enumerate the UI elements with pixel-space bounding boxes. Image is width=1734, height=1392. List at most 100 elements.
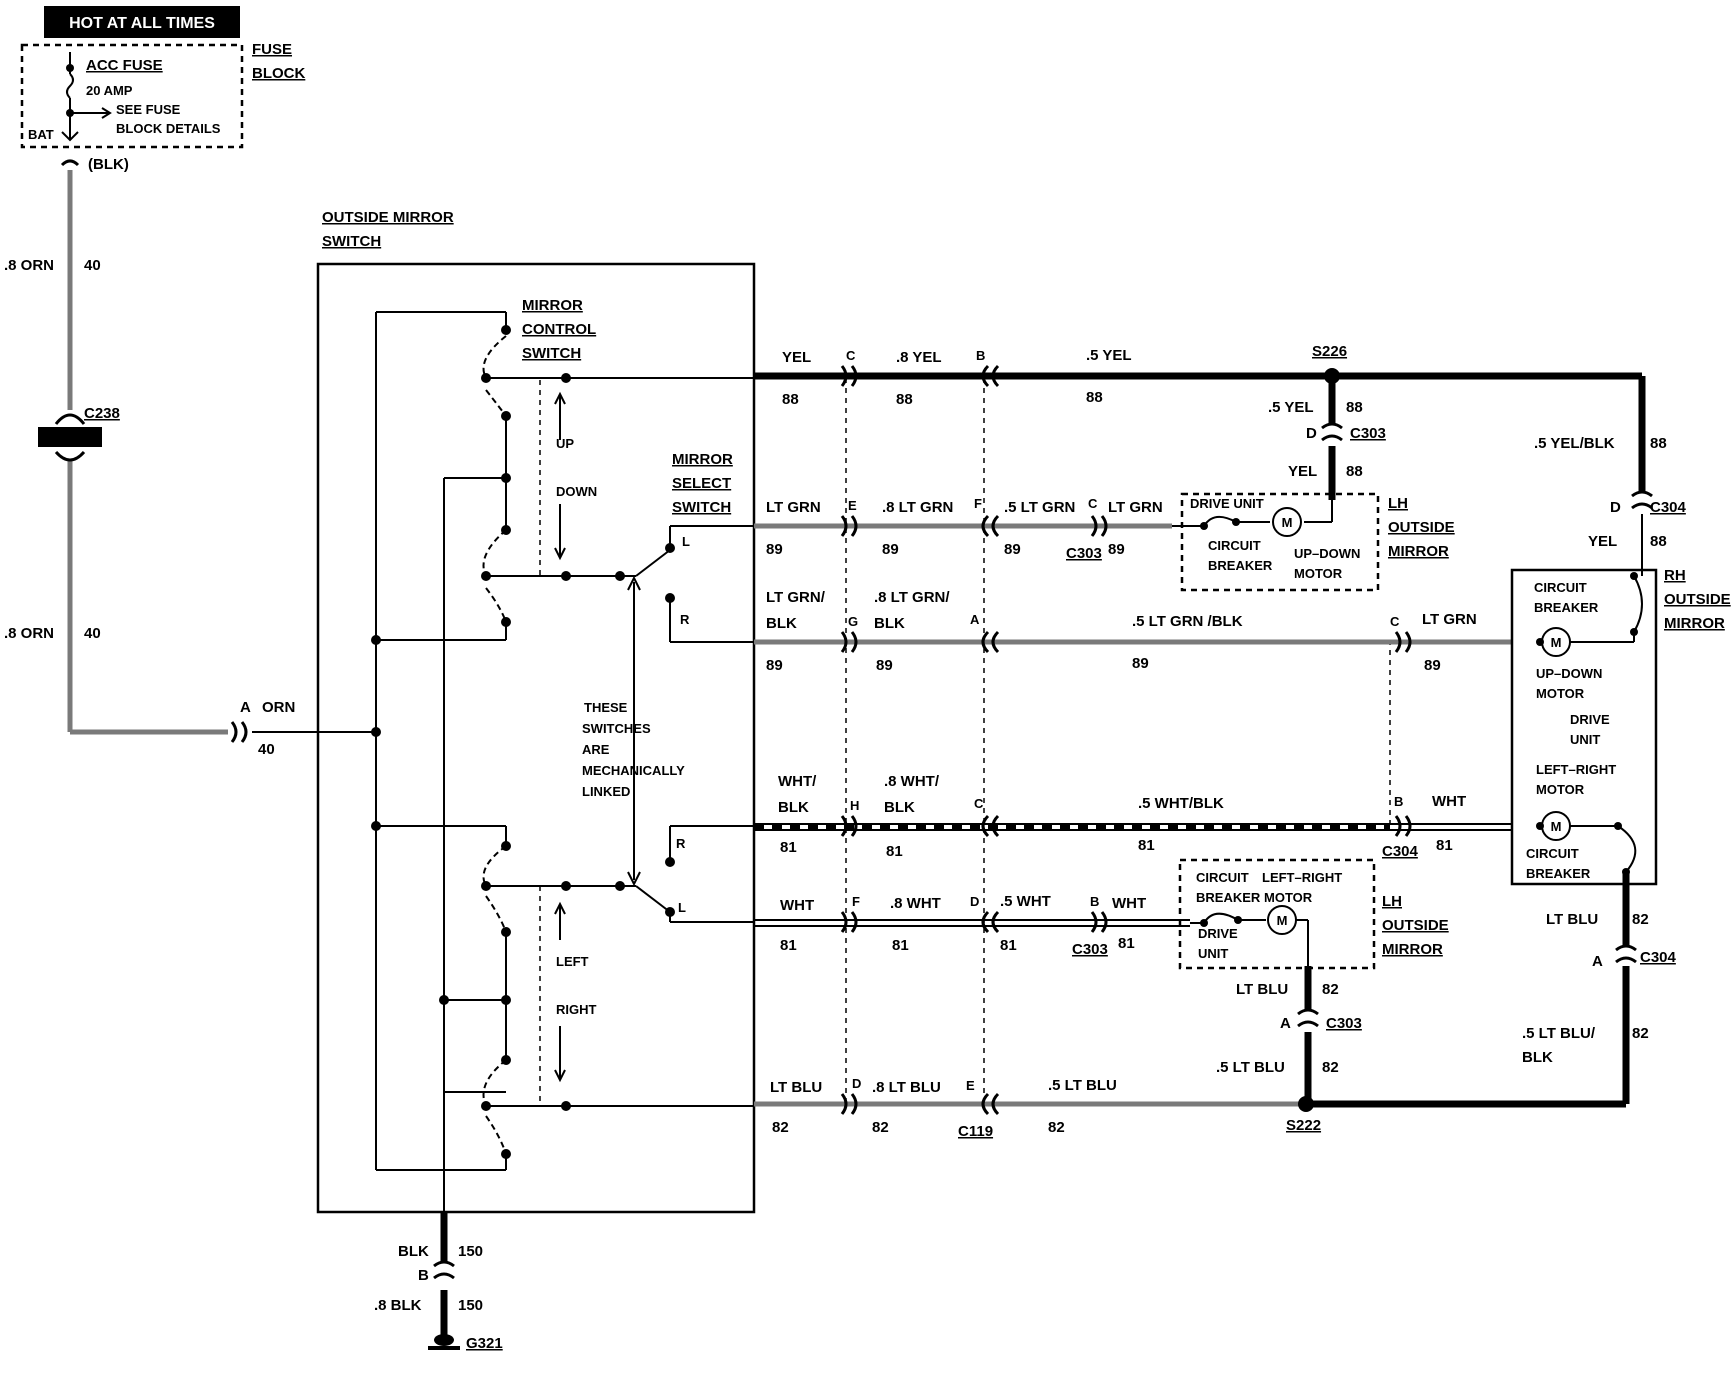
wht-circuit-3: 81 <box>1000 937 1017 954</box>
c238-label: C238 <box>84 405 120 422</box>
fuse-connector-symbol <box>60 159 80 167</box>
rh-drive-unit-label-2: UNIT <box>1570 732 1600 747</box>
lh-lower-lr-label-2: MOTOR <box>1264 890 1313 905</box>
lh-lower-cb-label-1: CIRCUIT <box>1196 870 1249 885</box>
right-label: RIGHT <box>556 1002 597 1017</box>
rh-yel-blk-circuit: 88 <box>1650 435 1667 452</box>
select-pos-l-upper: L <box>682 534 690 549</box>
lh-left-right-motor-symbol <box>1267 905 1297 935</box>
yel-connectors <box>840 364 1653 510</box>
s222-splice <box>1298 1096 1314 1112</box>
lh-blu-pin-a: A <box>1280 1015 1291 1032</box>
outside-mirror-switch-box <box>316 262 756 1214</box>
mirror-control-switch-label-2: CONTROL <box>522 321 596 338</box>
wht-wire1-label: WHT <box>780 897 814 914</box>
g321-label: G321 <box>466 1335 503 1352</box>
yel-wire2-label: .8 YEL <box>896 349 942 366</box>
fuse-block-box <box>20 43 244 149</box>
lt-grn-circuit-1: 89 <box>766 541 783 558</box>
rh-yel-circuit: 88 <box>1650 533 1667 550</box>
lh-mirror-upper-box <box>1180 492 1380 592</box>
yel-wire3-label: .5 YEL <box>1086 347 1132 364</box>
yel-pin-b: B <box>976 348 985 363</box>
rh-up-down-motor-m: M <box>1551 635 1562 650</box>
rh-mirror-label-2: OUTSIDE <box>1664 591 1731 608</box>
rh-c304-top: C304 <box>1650 499 1687 516</box>
yel-pin-c: C <box>846 348 856 363</box>
lh-up-down-motor-symbol <box>1272 507 1302 537</box>
wht-blk-wire1-label-1: WHT/ <box>778 773 817 790</box>
lt-grn-blk-circuit-1: 89 <box>766 657 783 674</box>
orn-wire-bottom-label: .8 ORN <box>4 625 54 642</box>
bat-label: BAT <box>28 127 54 142</box>
wht-circuit-4: 81 <box>1118 935 1135 952</box>
wht-wire3-label: .5 WHT <box>1000 893 1051 910</box>
lt-grn-pin-c: C <box>1088 496 1098 511</box>
s226-label: S226 <box>1312 343 1347 360</box>
wht-c303: C303 <box>1072 941 1108 958</box>
lh-yel-c303: C303 <box>1350 425 1386 442</box>
lt-grn-blk-pin-a: A <box>970 612 980 627</box>
lt-grn-wire3-label: .5 LT GRN <box>1004 499 1075 516</box>
lt-grn-circuit-4: 89 <box>1108 541 1125 558</box>
lt-grn-circuit-3: 89 <box>1004 541 1021 558</box>
switch-internal-wiring <box>318 311 754 1240</box>
select-pos-l-lower: L <box>678 900 686 915</box>
lt-grn-connectors <box>840 514 1108 538</box>
ground-circuit1: 150 <box>458 1243 483 1260</box>
lt-grn-wire2-label: .8 LT GRN <box>882 499 953 516</box>
orn-circuit-a-label: 40 <box>258 741 275 758</box>
rh-lr-motor-label-1: LEFT–RIGHT <box>1536 762 1616 777</box>
lt-grn-pin-e: E <box>848 498 857 513</box>
lt-grn-blk-circuit-3: 89 <box>1132 655 1149 672</box>
mirror-select-switch-label-1: MIRROR <box>672 451 733 468</box>
switches-linked-note: THESE SWITCHES ARE MECHANICALLY LINKED <box>582 700 685 799</box>
lt-grn-wire4-label: LT GRN <box>1108 499 1163 516</box>
hot-banner-text: HOT AT ALL TIMES <box>69 15 215 32</box>
svg-text:MECHANICALLY: MECHANICALLY <box>582 763 685 778</box>
rh-blu-pin-a: A <box>1592 953 1603 970</box>
lh-yel-circuit1: 88 <box>1346 399 1363 416</box>
orn-pin-a-label: A <box>240 699 251 716</box>
lh-blu-circuit1: 82 <box>1322 981 1339 998</box>
lh-ud-motor-label-1: UP–DOWN <box>1294 546 1360 561</box>
lh-cb-label-1: CIRCUIT <box>1208 538 1261 553</box>
fuse-node-top <box>66 64 74 72</box>
lt-blu-wire3-label: .5 LT BLU <box>1048 1077 1117 1094</box>
rh-ud-motor-label-2: MOTOR <box>1536 686 1585 701</box>
ground-wire1-label: BLK <box>398 1243 429 1260</box>
left-label: LEFT <box>556 954 589 969</box>
lh-blu-c303: C303 <box>1326 1015 1362 1032</box>
ground-wire2-label: .8 BLK <box>374 1297 422 1314</box>
wht-circuit-2: 81 <box>892 937 909 954</box>
c238-connector-body <box>38 427 102 447</box>
wht-blk-c304: C304 <box>1382 843 1419 860</box>
orn-circuit-bottom-label: 40 <box>84 625 101 642</box>
lh-yel-wire1-label: .5 YEL <box>1268 399 1314 416</box>
s226-splice <box>1324 368 1340 384</box>
lh-yel-circuit2: 88 <box>1346 463 1363 480</box>
lt-grn-blk-connectors <box>840 630 1412 654</box>
rh-mirror-label-3: MIRROR <box>1664 615 1725 632</box>
rh-mirror-label-1: RH <box>1664 567 1686 584</box>
rh-cb2-label-1: CIRCUIT <box>1526 846 1579 861</box>
wht-blk-circuit-1: 81 <box>780 839 797 856</box>
c238-connector-top <box>54 413 86 425</box>
mirror-select-switch-label-2: SELECT <box>672 475 731 492</box>
orn-wire-top-label: .8 ORN <box>4 257 54 274</box>
fuse-details-arrowhead <box>101 107 112 119</box>
wht-blk-pin-h: H <box>850 798 859 813</box>
s222-label: S222 <box>1286 1117 1321 1134</box>
mirror-control-switch-label-1: MIRROR <box>522 297 583 314</box>
rh-drive-unit-label-1: DRIVE <box>1570 712 1610 727</box>
rh-cb-label-1: CIRCUIT <box>1534 580 1587 595</box>
lh-blu-wire1-label: LT BLU <box>1236 981 1288 998</box>
lt-grn-blk-circuit-4: 89 <box>1424 657 1441 674</box>
lh-mirror-lower-label-2: OUTSIDE <box>1382 917 1449 934</box>
lt-grn-blk-wire2-label-1: .8 LT GRN/ <box>874 589 950 606</box>
rh-yel-label: YEL <box>1588 533 1617 550</box>
yel-circuit-2: 88 <box>896 391 913 408</box>
wht-blk-wire1-label-2: BLK <box>778 799 809 816</box>
rh-mirror-box <box>1510 568 1658 886</box>
orn-connector-a <box>230 721 248 743</box>
